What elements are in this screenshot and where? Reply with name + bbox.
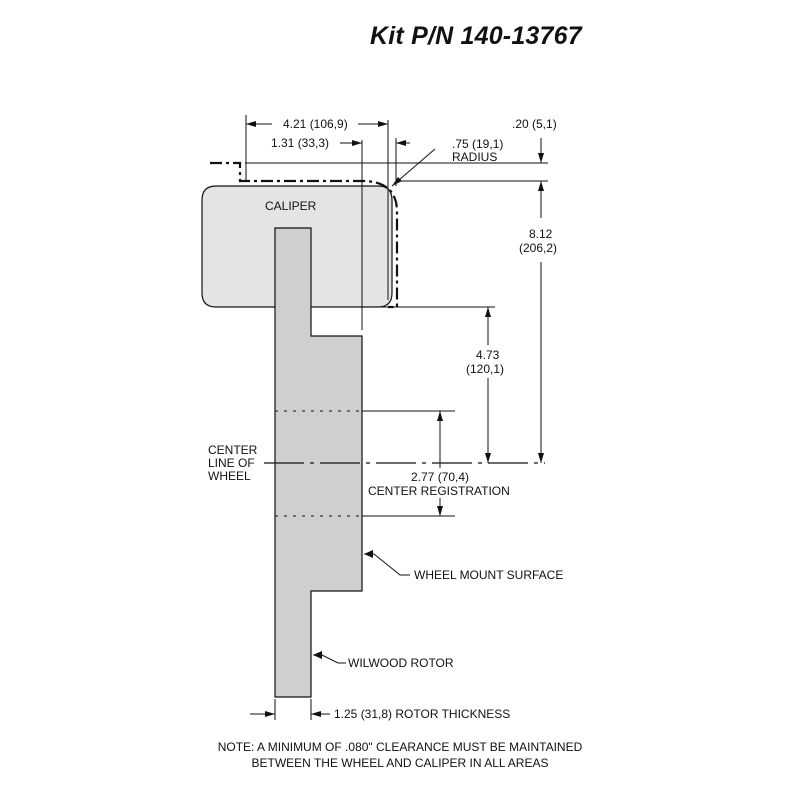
- dim-radius-label: RADIUS: [452, 150, 497, 164]
- clearance-note: NOTE: A MINIMUM OF .080" CLEARANCE MUST …: [0, 739, 800, 771]
- dim-center-reg-label: CENTER REGISTRATION: [368, 484, 510, 498]
- wilwood-rotor-label: WILWOOD ROTOR: [348, 656, 454, 670]
- dim-rotor-thickness: 1.25 (31,8) ROTOR THICKNESS: [334, 707, 510, 721]
- dim-width-131: 1.31 (33,3): [271, 136, 329, 150]
- dim-height-473-mm: (120,1): [466, 362, 504, 376]
- dim-height-812: 8.12: [529, 227, 553, 241]
- dim-center-reg-value: 2.77 (70,4): [411, 470, 469, 484]
- dim-radius-value: .75 (19,1): [452, 137, 503, 151]
- wheel-mount-surface-label: WHEEL MOUNT SURFACE: [414, 568, 563, 582]
- dim-width-421: 4.21 (106,9): [283, 117, 348, 131]
- wheel-clearance-envelope: [210, 161, 399, 309]
- dim-height-473: 4.73: [476, 348, 500, 362]
- note-line-1: NOTE: A MINIMUM OF .080" CLEARANCE MUST …: [217, 740, 583, 754]
- wilwood-rotor: [274, 227, 363, 698]
- center-line-label-3: WHEEL: [208, 469, 251, 483]
- dim-clearance-020: .20 (5,1): [512, 117, 557, 131]
- page-title: Kit P/N 140-13767: [370, 22, 582, 50]
- caliper-label: CALIPER: [265, 199, 317, 213]
- dim-height-812-mm: (206,2): [519, 241, 557, 255]
- note-line-2: BETWEEN THE WHEEL AND CALIPER IN ALL ARE…: [251, 756, 549, 770]
- center-line-label-2: LINE OF: [208, 456, 255, 470]
- center-line-label-1: CENTER: [208, 443, 258, 457]
